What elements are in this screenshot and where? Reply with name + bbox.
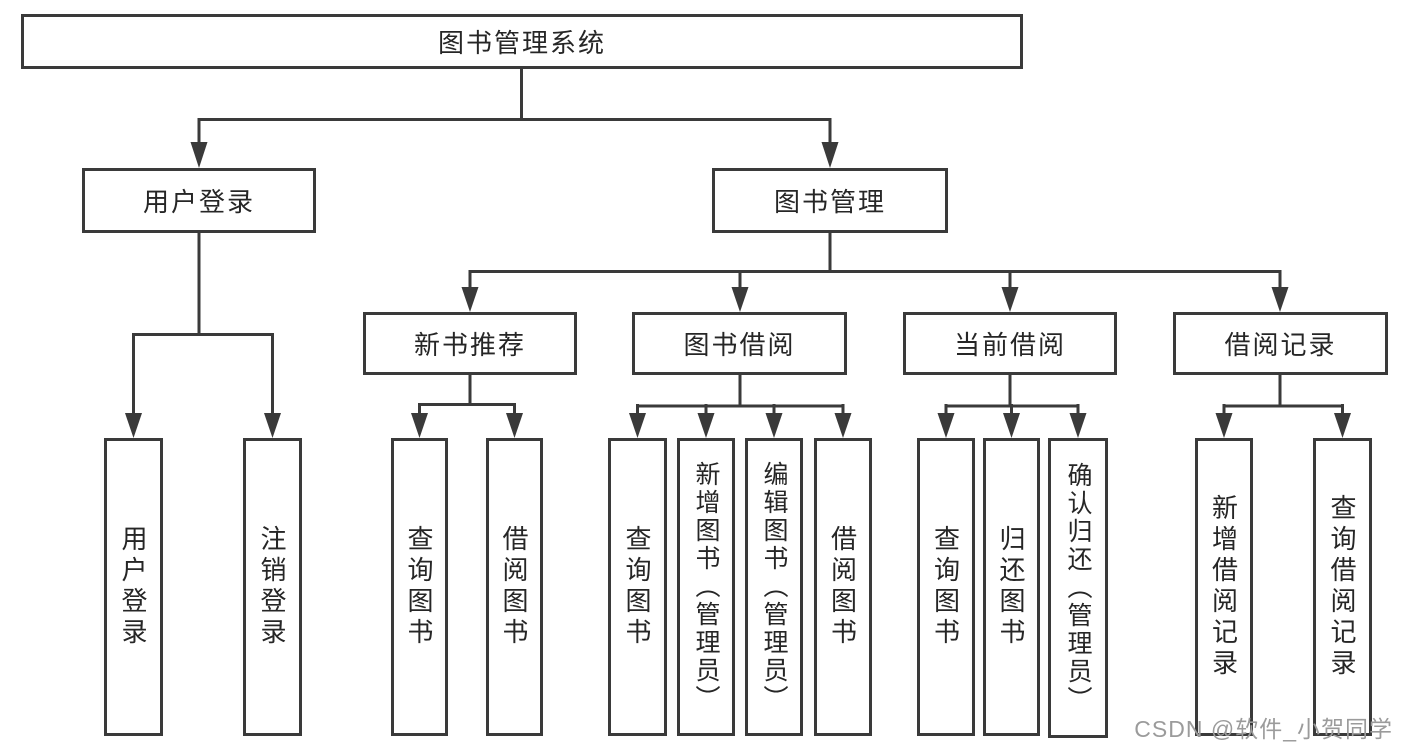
- node-borrow-records: 借阅记录: [1173, 312, 1388, 375]
- node-book-management: 图书管理: [712, 168, 948, 233]
- leaf-query-borrow-record: 查询借阅记录: [1313, 438, 1372, 736]
- arrowhead-icons: [125, 142, 1351, 438]
- leaf-confirm-return-admin: 确认归还（管理员）: [1048, 438, 1108, 738]
- leaf-query-books-recommend: 查询图书: [391, 438, 448, 736]
- node-new-book-recommend: 新书推荐: [363, 312, 577, 375]
- leaf-add-borrow-record: 新增借阅记录: [1195, 438, 1253, 736]
- leaf-edit-books-admin: 编辑图书（管理员）: [745, 438, 803, 736]
- csdn-watermark: CSDN @软件_小贺同学: [1134, 716, 1393, 742]
- leaf-return-books: 归还图书: [983, 438, 1040, 736]
- leaf-add-books-admin: 新增图书（管理员）: [677, 438, 735, 736]
- leaf-user-login: 用户登录: [104, 438, 163, 736]
- leaf-borrow-books-recommend: 借阅图书: [486, 438, 543, 736]
- leaf-logout: 注销登录: [243, 438, 302, 736]
- leaf-borrow-books: 借阅图书: [814, 438, 872, 736]
- node-user-login: 用户登录: [82, 168, 316, 233]
- node-book-borrow: 图书借阅: [632, 312, 847, 375]
- leaf-query-books-borrow: 查询图书: [608, 438, 667, 736]
- node-library-management-system: 图书管理系统: [21, 14, 1023, 69]
- leaf-query-books-current: 查询图书: [917, 438, 975, 736]
- node-current-borrow: 当前借阅: [903, 312, 1117, 375]
